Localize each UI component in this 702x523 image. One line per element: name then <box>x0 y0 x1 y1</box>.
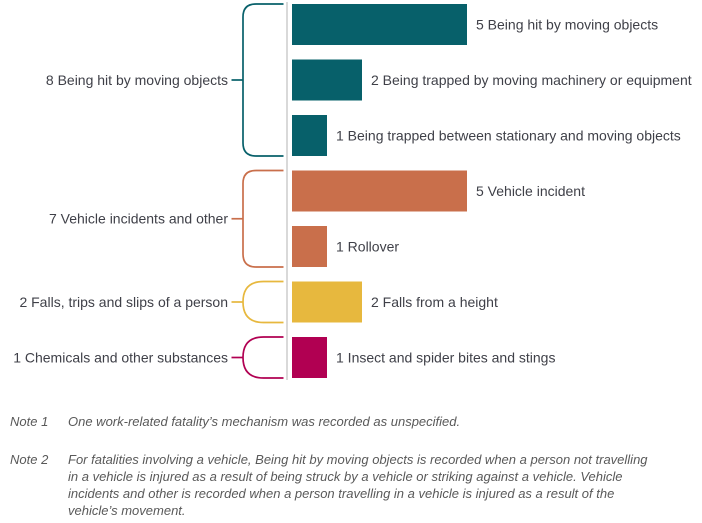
bar <box>292 337 327 378</box>
note-line: incidents and other is recorded when a p… <box>68 486 615 501</box>
group-label: 1 Chemicals and other substances <box>13 349 228 365</box>
note-line: For fatalities involving a vehicle, Bein… <box>68 452 648 467</box>
bar-value-label: 2 Being trapped by moving machinery or e… <box>371 72 692 88</box>
note-2-text: For fatalities involving a vehicle, Bein… <box>68 451 670 519</box>
bar-value-label: 5 Vehicle incident <box>476 183 585 199</box>
note-line: One work-related fatality’s mechanism wa… <box>68 414 461 429</box>
bar <box>292 115 327 156</box>
group-bracket <box>242 3 284 157</box>
group-label: 8 Being hit by moving objects <box>46 72 228 88</box>
note-row-2: Note 2 For fatalities involving a vehicl… <box>10 451 670 519</box>
bar <box>292 226 327 267</box>
group-label: 7 Vehicle incidents and other <box>49 211 228 227</box>
note-1-label: Note 1 <box>10 414 49 429</box>
bar <box>292 281 362 323</box>
note-row-1: Note 1 One work-related fatality’s mecha… <box>10 413 670 430</box>
chart-canvas: 5 Being hit by moving objects 2 Being tra… <box>13 2 692 380</box>
group-label: 2 Falls, trips and slips of a person <box>19 294 228 310</box>
bar <box>292 59 362 101</box>
note-line: in a vehicle is injured as a result of b… <box>68 469 623 484</box>
bar-value-label: 1 Rollover <box>336 238 399 254</box>
group-bracket <box>242 169 284 268</box>
note-2-label: Note 2 <box>10 452 49 467</box>
bar-value-label: 1 Insect and spider bites and stings <box>336 349 555 365</box>
note-1-text: One work-related fatality’s mechanism wa… <box>68 413 670 430</box>
bar-value-label: 2 Falls from a height <box>371 294 498 310</box>
group-bracket <box>242 280 284 324</box>
bar <box>292 4 467 45</box>
notes-section: Note 1 One work-related fatality’s mecha… <box>10 413 670 519</box>
note-line: vehicle’s movement. <box>68 503 186 518</box>
bar <box>292 170 467 212</box>
bar-value-label: 5 Being hit by moving objects <box>476 16 658 32</box>
bar-value-label: 1 Being trapped between stationary and m… <box>336 127 681 143</box>
group-bracket <box>242 336 284 379</box>
